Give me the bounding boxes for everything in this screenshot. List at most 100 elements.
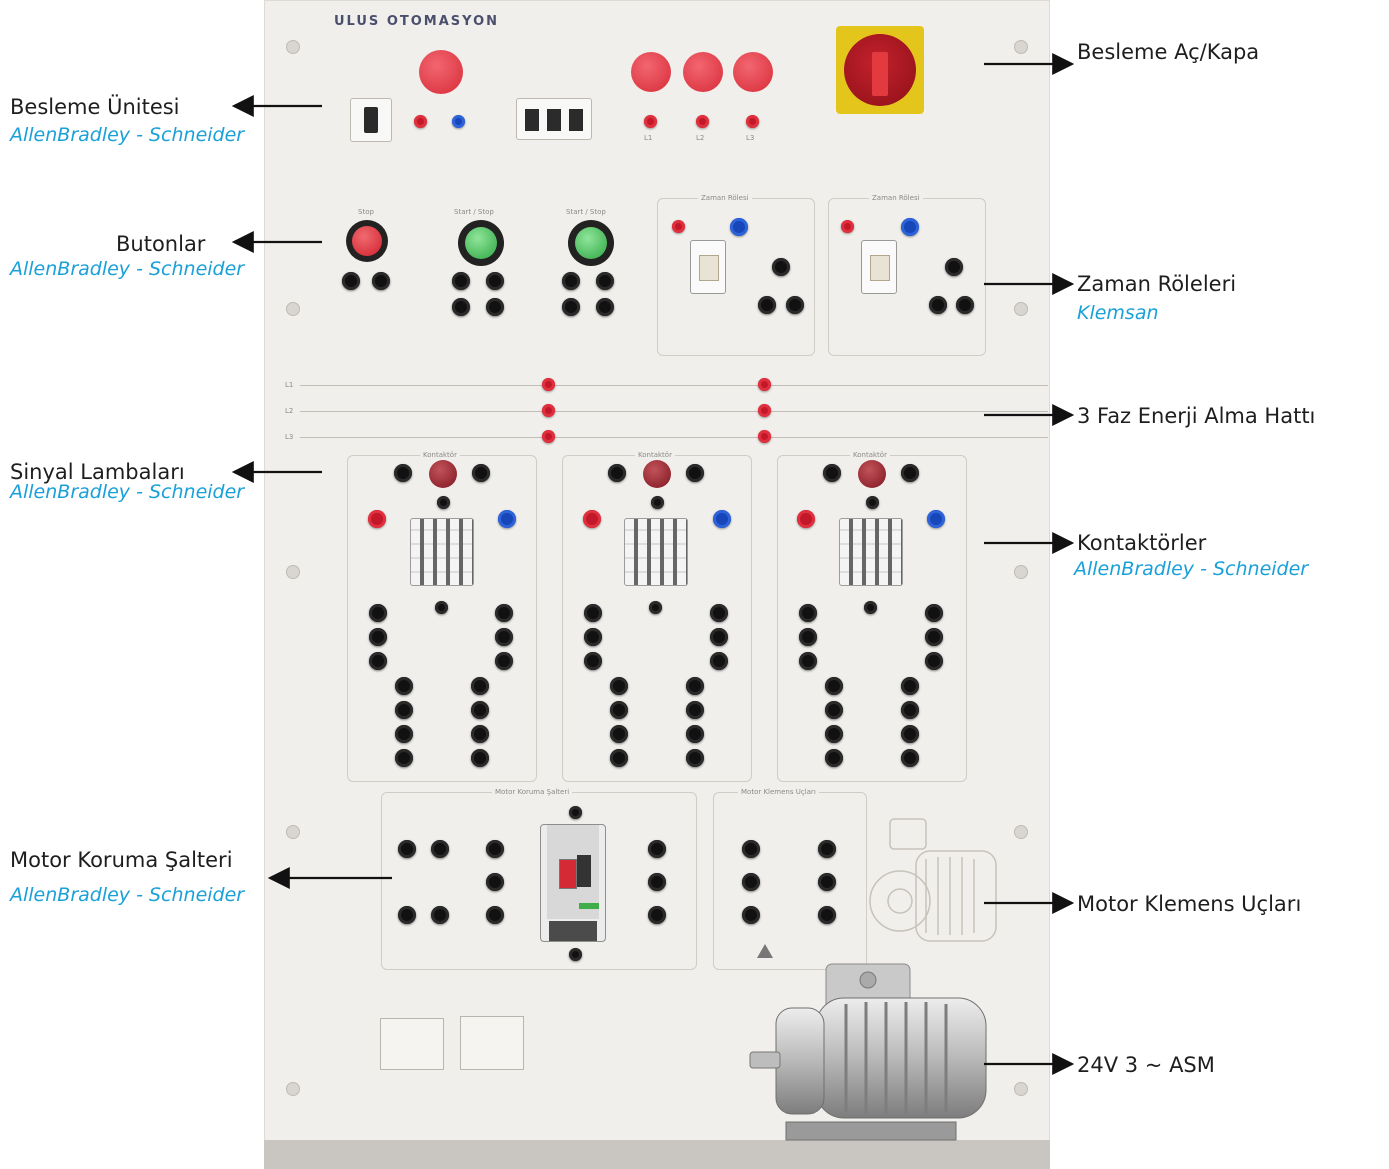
motor-terminal[interactable]: [818, 873, 836, 891]
button-terminal[interactable]: [342, 272, 360, 290]
terminal-l2[interactable]: [696, 115, 709, 128]
mps-terminal[interactable]: [648, 906, 666, 924]
button-terminal[interactable]: [596, 298, 614, 316]
bus-terminal-l3[interactable]: [758, 430, 771, 443]
button-terminal[interactable]: [596, 272, 614, 290]
main-contact-terminal[interactable]: [369, 628, 387, 646]
timer-a1-terminal[interactable]: [672, 220, 685, 233]
main-contact-terminal[interactable]: [584, 652, 602, 670]
contactor-1[interactable]: [410, 518, 474, 586]
contactor-terminal[interactable]: [651, 496, 664, 509]
motor-terminal[interactable]: [818, 840, 836, 858]
timer-relay-2[interactable]: [861, 240, 897, 294]
aux-contact-terminal[interactable]: [471, 749, 489, 767]
main-contact-terminal[interactable]: [495, 604, 513, 622]
mps-terminal[interactable]: [486, 906, 504, 924]
mps-terminal[interactable]: [486, 873, 504, 891]
mps-terminal[interactable]: [648, 873, 666, 891]
lamp-terminal[interactable]: [608, 464, 626, 482]
timer-terminal[interactable]: [956, 296, 974, 314]
mps-terminal[interactable]: [398, 906, 416, 924]
timer-terminal[interactable]: [758, 296, 776, 314]
contactor-a1-terminal[interactable]: [797, 510, 815, 528]
lamp-terminal[interactable]: [472, 464, 490, 482]
contactor-2[interactable]: [624, 518, 688, 586]
main-contact-terminal[interactable]: [799, 628, 817, 646]
contactor-terminal[interactable]: [435, 601, 448, 614]
main-contact-terminal[interactable]: [369, 652, 387, 670]
contactor-3[interactable]: [839, 518, 903, 586]
mps-terminal[interactable]: [431, 906, 449, 924]
aux-contact-terminal[interactable]: [610, 677, 628, 695]
timer-relay-1[interactable]: [690, 240, 726, 294]
main-contact-terminal[interactable]: [925, 652, 943, 670]
main-contact-terminal[interactable]: [799, 652, 817, 670]
contactor-a2-terminal[interactable]: [498, 510, 516, 528]
timer-terminal[interactable]: [772, 258, 790, 276]
button-terminal[interactable]: [372, 272, 390, 290]
mps-terminal[interactable]: [569, 948, 582, 961]
contactor-terminal[interactable]: [649, 601, 662, 614]
aux-contact-terminal[interactable]: [610, 701, 628, 719]
start-stop-button-2[interactable]: [568, 220, 614, 266]
main-contact-terminal[interactable]: [495, 628, 513, 646]
mps-terminal[interactable]: [569, 806, 582, 819]
motor-protection-switch[interactable]: [540, 824, 606, 942]
terminal-l3[interactable]: [746, 115, 759, 128]
bus-terminal-l1[interactable]: [758, 378, 771, 391]
aux-contact-terminal[interactable]: [610, 725, 628, 743]
button-terminal[interactable]: [486, 298, 504, 316]
button-terminal[interactable]: [486, 272, 504, 290]
contactor-terminal[interactable]: [864, 601, 877, 614]
contactor-terminal[interactable]: [437, 496, 450, 509]
button-terminal[interactable]: [562, 298, 580, 316]
timer-terminal[interactable]: [945, 258, 963, 276]
aux-contact-terminal[interactable]: [686, 725, 704, 743]
main-contact-terminal[interactable]: [584, 628, 602, 646]
stop-button[interactable]: [346, 220, 388, 262]
aux-contact-terminal[interactable]: [686, 677, 704, 695]
aux-contact-terminal[interactable]: [901, 749, 919, 767]
timer-a2-terminal[interactable]: [730, 218, 748, 236]
main-contact-terminal[interactable]: [710, 604, 728, 622]
aux-contact-terminal[interactable]: [825, 677, 843, 695]
mps-terminal[interactable]: [431, 840, 449, 858]
main-contact-terminal[interactable]: [799, 604, 817, 622]
terminal-l[interactable]: [414, 115, 427, 128]
main-contact-terminal[interactable]: [925, 628, 943, 646]
lamp-terminal[interactable]: [686, 464, 704, 482]
lamp-terminal[interactable]: [394, 464, 412, 482]
bus-terminal-l2[interactable]: [758, 404, 771, 417]
aux-contact-terminal[interactable]: [471, 701, 489, 719]
main-contact-terminal[interactable]: [369, 604, 387, 622]
aux-contact-terminal[interactable]: [825, 725, 843, 743]
aux-contact-terminal[interactable]: [686, 701, 704, 719]
aux-contact-terminal[interactable]: [825, 749, 843, 767]
motor-terminal[interactable]: [818, 906, 836, 924]
aux-contact-terminal[interactable]: [610, 749, 628, 767]
terminal-l1[interactable]: [644, 115, 657, 128]
single-pole-breaker[interactable]: [350, 98, 392, 142]
aux-contact-terminal[interactable]: [471, 725, 489, 743]
main-contact-terminal[interactable]: [710, 652, 728, 670]
aux-contact-terminal[interactable]: [471, 677, 489, 695]
aux-contact-terminal[interactable]: [901, 677, 919, 695]
aux-contact-terminal[interactable]: [901, 701, 919, 719]
start-stop-button-1[interactable]: [458, 220, 504, 266]
aux-contact-terminal[interactable]: [395, 749, 413, 767]
button-terminal[interactable]: [452, 272, 470, 290]
aux-contact-terminal[interactable]: [395, 677, 413, 695]
aux-contact-terminal[interactable]: [901, 725, 919, 743]
motor-terminal[interactable]: [742, 840, 760, 858]
main-contact-terminal[interactable]: [710, 628, 728, 646]
bus-terminal-l1[interactable]: [542, 378, 555, 391]
terminal-n[interactable]: [452, 115, 465, 128]
aux-contact-terminal[interactable]: [825, 701, 843, 719]
bus-terminal-l3[interactable]: [542, 430, 555, 443]
contactor-a1-terminal[interactable]: [368, 510, 386, 528]
mps-terminal[interactable]: [398, 840, 416, 858]
aux-contact-terminal[interactable]: [686, 749, 704, 767]
button-terminal[interactable]: [562, 272, 580, 290]
aux-contact-terminal[interactable]: [395, 725, 413, 743]
main-contact-terminal[interactable]: [495, 652, 513, 670]
